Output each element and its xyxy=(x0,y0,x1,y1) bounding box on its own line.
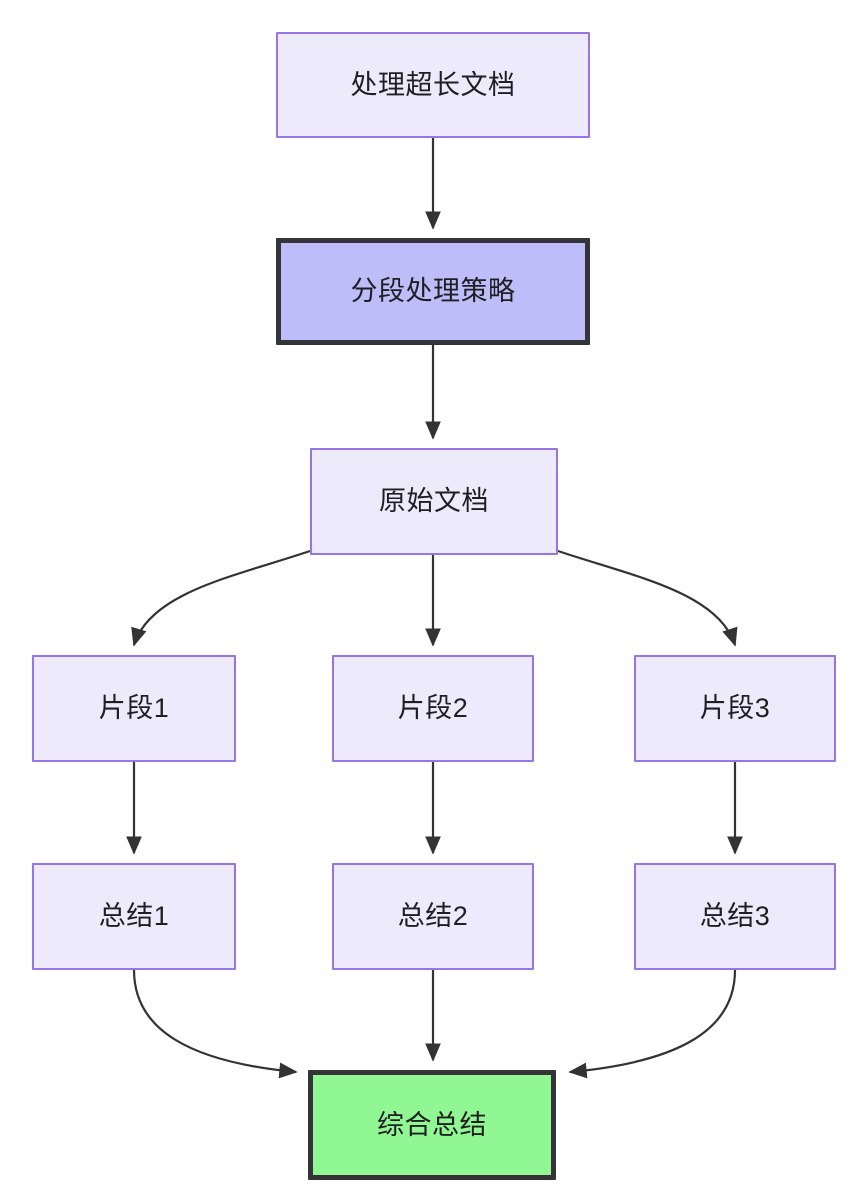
edge-sum3-to-final xyxy=(568,969,737,1079)
node-fragment-3[interactable]: 片段3 xyxy=(634,655,836,762)
node-summary-1[interactable]: 总结1 xyxy=(32,863,236,970)
edge-sum1-to-final xyxy=(132,969,298,1079)
node-process-long-document[interactable]: 处理超长文档 xyxy=(276,32,590,138)
node-original-document[interactable]: 原始文档 xyxy=(310,448,558,555)
node-chunking-strategy[interactable]: 分段处理策略 xyxy=(276,238,590,345)
node-fragment-2[interactable]: 片段2 xyxy=(332,655,534,762)
edge-orig-to-frag1 xyxy=(131,549,311,647)
node-fragment-1[interactable]: 片段1 xyxy=(32,655,236,762)
edge-orig-to-frag3 xyxy=(557,549,738,647)
node-summary-3[interactable]: 总结3 xyxy=(634,863,836,970)
node-summary-2[interactable]: 总结2 xyxy=(332,863,534,970)
node-comprehensive-summary[interactable]: 综合总结 xyxy=(308,1070,556,1180)
